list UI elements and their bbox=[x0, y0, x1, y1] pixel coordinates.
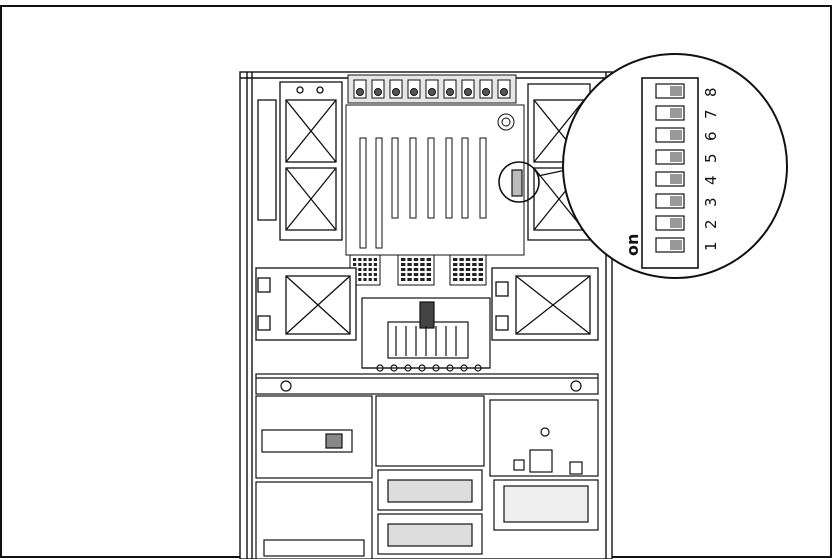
board-dip-switch bbox=[498, 161, 567, 203]
dip-switch-number: 7 bbox=[702, 109, 720, 119]
socket-grid bbox=[453, 258, 483, 281]
dip-toggle bbox=[655, 127, 685, 143]
socket-grid bbox=[401, 258, 431, 281]
top-connector bbox=[371, 79, 385, 99]
top-connectors bbox=[347, 74, 517, 104]
dip-toggle bbox=[655, 171, 685, 187]
top-connector bbox=[407, 79, 421, 99]
top-connector bbox=[443, 79, 457, 99]
expansion-slot bbox=[409, 137, 417, 219]
dip-switch-number: 6 bbox=[702, 131, 720, 141]
switch-location-circle bbox=[498, 161, 540, 203]
top-connector bbox=[353, 79, 367, 99]
dip-toggle bbox=[655, 83, 685, 99]
chassis-crossbar bbox=[255, 373, 599, 395]
expansion-slot bbox=[375, 137, 383, 249]
drive-bays bbox=[375, 395, 485, 555]
dip-switch-number: 8 bbox=[702, 87, 720, 97]
dip-switch-number: 5 bbox=[702, 153, 720, 163]
expansion-slot bbox=[359, 137, 367, 249]
dip-switch-number: 1 bbox=[702, 241, 720, 251]
dip-switch-toggles bbox=[655, 83, 685, 253]
processor-sockets bbox=[349, 254, 487, 286]
center-heatsink bbox=[361, 297, 491, 372]
top-connector bbox=[461, 79, 475, 99]
lower-left-bay bbox=[255, 395, 373, 559]
top-connector bbox=[497, 79, 511, 99]
dip-toggle bbox=[655, 105, 685, 121]
dip-toggle bbox=[655, 237, 685, 253]
expansion-slot bbox=[461, 137, 469, 219]
expansion-slot bbox=[445, 137, 453, 219]
dip-switch-number: 3 bbox=[702, 197, 720, 207]
top-connector bbox=[479, 79, 493, 99]
left-riser-cage bbox=[257, 81, 343, 241]
dip-switch-on-label: on bbox=[623, 234, 642, 256]
system-board bbox=[345, 104, 525, 256]
fan-modules bbox=[255, 267, 599, 341]
dip-toggle bbox=[655, 215, 685, 231]
top-connector bbox=[425, 79, 439, 99]
dip-toggle bbox=[655, 193, 685, 209]
dip-switch-number: 2 bbox=[702, 219, 720, 229]
expansion-slot bbox=[391, 137, 399, 219]
top-connector bbox=[389, 79, 403, 99]
expansion-slot bbox=[427, 137, 435, 219]
dip-switch-numbers: 1 2 3 4 5 6 7 8 bbox=[702, 87, 720, 251]
lower-right-board bbox=[489, 399, 599, 531]
dip-switch-number: 4 bbox=[702, 175, 720, 185]
expansion-slot bbox=[479, 137, 487, 219]
dip-switch-callout: on 1 2 3 4 5 6 7 8 bbox=[562, 53, 788, 279]
dip-toggle bbox=[655, 149, 685, 165]
